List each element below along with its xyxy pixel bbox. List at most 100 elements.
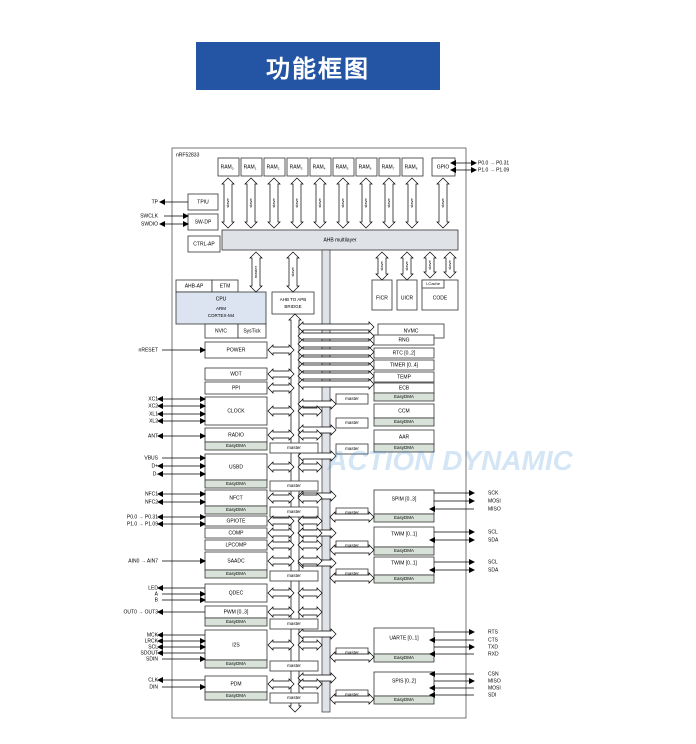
block-temp [373,371,435,383]
ecb-master-label: master [345,396,359,401]
ram-slave-bus-6-label: slave [363,198,368,208]
ram-slave-bus-2 [267,177,281,229]
ccm-master-box [335,417,369,429]
ram-subscript-5: 5 [347,166,349,170]
i2s-apb [267,639,295,651]
ram-block-4 [309,157,332,177]
ram-slave-bus-2-label: slave [271,198,276,208]
spis-dma-bus [329,693,375,705]
ram-subscript-7: 7 [393,166,395,170]
pdm-master-box [269,692,319,704]
pin-nreset-label: nRESET [139,347,158,353]
ccm-master-label: master [345,420,359,425]
pin-ant-label: ANT [148,433,158,439]
label-wdt: WDT [230,371,241,377]
ficr-slave-bus [375,251,389,281]
ram-slave-bus-1-label: slave [248,198,253,208]
uarte-master-label: master [345,650,359,655]
pin-mosi2-label: MOSI [488,685,501,691]
ram-label-1: RAM1 [244,164,257,170]
swclk-label: SWCLK [140,213,158,219]
label-qdec: QDEC [229,590,244,596]
ram-slave-bus-3-label: slave [294,198,299,208]
pin-rxd-label: RXD [488,651,499,657]
bridge-label-2: BRIDGE [284,304,301,309]
ram-slave-bus-5-label: slave [340,198,345,208]
ram-block-0 [217,157,240,177]
block-usbd [204,453,268,481]
uicr-slave-bus [400,251,414,281]
ram-slave-bus-1 [244,177,258,229]
spim-dma-bus [329,511,375,523]
pin-vbus-label: VBUS [144,455,158,461]
ccm-easydma [373,417,435,427]
saadc-apb [267,555,295,567]
ram-block-7 [378,157,401,177]
clock-apb [267,405,295,417]
usbd-master-label: master [287,483,301,488]
apb-center-3 [297,405,323,417]
gpio-port1-label: P1.0 → P1.09 [478,167,509,173]
label-pdm: PDM [230,681,241,687]
pin-xl2-label: XL2 [149,418,158,424]
label-nfct: NFCT [229,495,242,501]
pin-xc1-label: XC1 [148,396,158,402]
chip-name: nRF52833 [176,152,200,158]
swdp-label: SW-DP [195,219,212,225]
label-twim2: TWIM [0..1] [391,560,417,566]
twim2-dma-bus [329,572,375,584]
ram-slave-bus-5 [336,177,350,229]
ctrlap-block [187,235,221,253]
qdec-apb [267,587,295,599]
ram-label-3: RAM3 [290,164,303,170]
label-usbd: USBD [229,464,243,470]
uicr-label: UICR [401,295,414,301]
block-spis [373,671,435,697]
bridge-slave-bus-label: slave [290,267,295,277]
apb-center-9 [297,539,323,551]
ahb-apb-bridge [271,291,315,315]
pwm-apb [267,606,295,618]
ram-subscript-6: 6 [370,166,372,170]
ecb-easydma [373,392,435,402]
aar-master-label: master [345,446,359,451]
icache-block [421,279,445,289]
pin-rts-label: RTS [488,629,499,635]
ram-subscript-8: 8 [416,166,418,170]
uarte-apb [297,628,337,640]
cpu-core: CORTEX-M4 [208,313,235,318]
ram-subscript-2: 2 [278,166,280,170]
gpio-port0-label: P0.0 → P0.31 [478,160,509,166]
ram-slave-bus-7-label: slave [386,198,391,208]
ram-label-5: RAM5 [336,164,349,170]
label-rng: RNG [398,337,409,343]
apb-center-12 [297,606,323,618]
twim-easydma-label: EasyDMA [394,548,414,553]
code-slave-bus-label: slave [447,260,452,270]
block-spim [373,489,435,515]
spis-master-label: master [345,692,359,697]
pin-mck-label: MCK [147,632,159,638]
label-pwm: PWM [0..3] [224,609,249,615]
apb-center-7 [297,515,323,527]
ram-label-2: RAM2 [267,164,280,170]
apb-center-8 [297,527,323,539]
ram-slave-bus-7 [382,177,396,229]
pin-nfc1-label: NFC1 [145,491,158,497]
usbd-easydma [204,479,268,489]
pin-cts-label: CTS [488,637,499,643]
ram-slave-bus-4-label: slave [317,198,322,208]
pin-b-label: B [155,597,159,603]
twim-easydma [373,546,435,556]
label-temp: TEMP [397,374,412,380]
cpu-master-bus [249,251,263,293]
icache-slave-bus [423,251,437,279]
ficr-slave-bus-label: slave [379,261,384,271]
label-lpcomp: LPCOMP [225,542,247,548]
radio-master-label: master [287,445,301,450]
saadc-master-box [269,570,319,582]
pin-miso-label: MISO [488,506,501,512]
apb-center-5 [297,461,323,473]
twim2-easydma-label: EasyDMA [394,576,414,581]
pin-ain-label: AIN0 → AIN7 [128,558,158,564]
